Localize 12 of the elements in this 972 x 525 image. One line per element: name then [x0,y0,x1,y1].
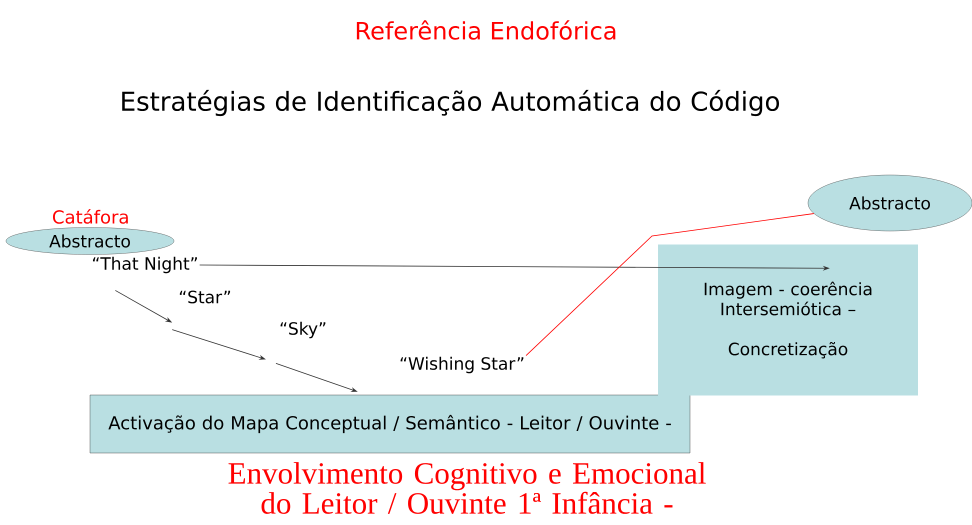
ellipse-node: Abstracto [6,227,174,255]
process-box: Activação do Mapa Conceptual / Semântico - Leitor / Ouvinte - [90,394,690,454]
quoted-word: “Star” [180,290,230,304]
text-panel: Imagem - coerência Intersemiótica – Concretização [658,244,918,396]
footer-text: Envolvimento Cognitivo e Emocional do Leitor / Ouvinte 1ª Infância - [228,462,706,514]
subtitle: Estratégias de Identificação Automática do Código [122,90,780,116]
quoted-word: “Wishing Star” [400,356,524,374]
title: Referência Endofórica [356,20,616,40]
ellipse-node: Abstracto [808,174,972,232]
quoted-word: “Sky” [280,322,326,338]
side-label: Catáfora [53,209,128,224]
quoted-word: “That Night” [92,256,197,274]
